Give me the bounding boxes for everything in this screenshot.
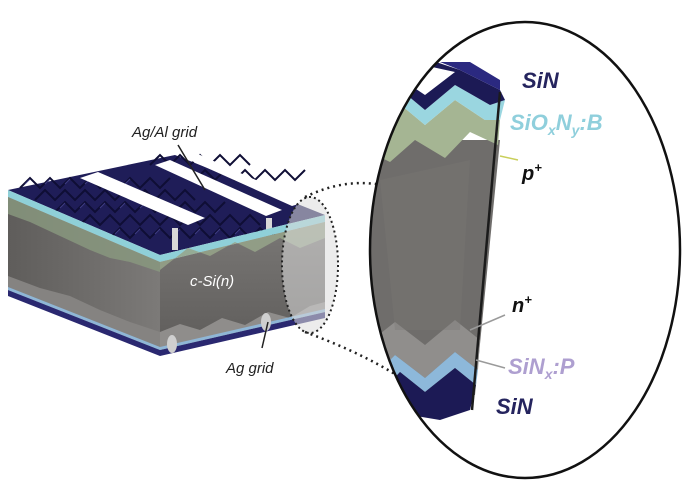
- label-c-si: c-Si(n): [190, 273, 234, 290]
- p-plus-band-front: [160, 222, 325, 270]
- zoom-sinx-p-layer: [378, 352, 478, 392]
- label-sinx-p: SiNx:P: [508, 354, 575, 382]
- cell-block: [8, 153, 339, 356]
- leader-lines: [177, 144, 519, 369]
- n-plus-band-side: [8, 276, 160, 350]
- label-n-plus: n+: [512, 292, 532, 317]
- front-grid-fingers: [80, 154, 305, 225]
- zoom-n-plus-layer: [372, 320, 480, 378]
- label-sin-top: SiN: [522, 68, 560, 93]
- rear-contacts: [167, 313, 271, 353]
- label-p-plus: p+: [521, 160, 542, 185]
- zoom-view: [368, 20, 682, 480]
- zoom-ellipse-outline: [368, 20, 682, 480]
- label-ag-grid: Ag grid: [225, 360, 274, 377]
- label-sin-bottom: SiN: [496, 394, 534, 419]
- label-ag-al-grid: Ag/Al grid: [131, 124, 198, 141]
- left-side-face: [8, 197, 160, 350]
- label-sioxny: SiOxNy:B: [510, 110, 603, 138]
- zoom-connector-lines: [304, 181, 413, 387]
- p-plus-band-side: [8, 197, 160, 272]
- magnification-spot: [282, 197, 338, 333]
